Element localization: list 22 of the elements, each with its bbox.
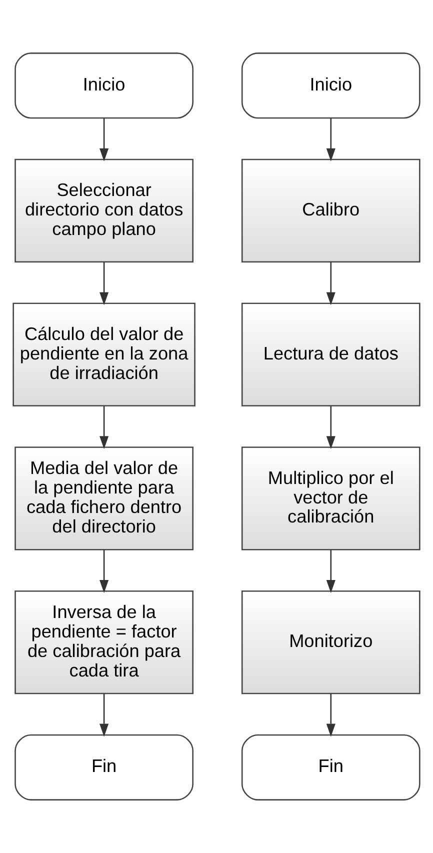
arrow xyxy=(326,550,336,593)
node-box: Inversa de la pendiente = factor de calibración para cada tira xyxy=(14,590,194,694)
arrow xyxy=(326,262,336,306)
arrow xyxy=(326,406,336,450)
arrow xyxy=(100,694,109,737)
node-box: Lectura de datos xyxy=(241,302,420,406)
node-box: Multiplico por el vector de calibración xyxy=(241,446,420,550)
arrow xyxy=(326,118,336,162)
arrow xyxy=(100,406,109,450)
node-box: Fin xyxy=(241,734,420,800)
node-box: Inicio xyxy=(241,52,420,119)
node-box: Media del valor de la pendiente para cada fichero dentro del directorio xyxy=(14,446,194,550)
node-box: Calibro xyxy=(241,158,420,263)
node-box: Fin xyxy=(14,734,194,800)
node-box: Cálculo del valor de pendiente en la zona de irradiación xyxy=(12,302,196,406)
node-box: Inicio xyxy=(14,52,194,119)
arrow xyxy=(100,118,109,162)
arrow xyxy=(326,694,336,737)
node-box: Seleccionar directorio con datos campo plano xyxy=(14,158,194,263)
node-box: Monitorizo xyxy=(241,590,420,694)
arrow xyxy=(100,262,109,306)
arrow xyxy=(100,550,109,593)
